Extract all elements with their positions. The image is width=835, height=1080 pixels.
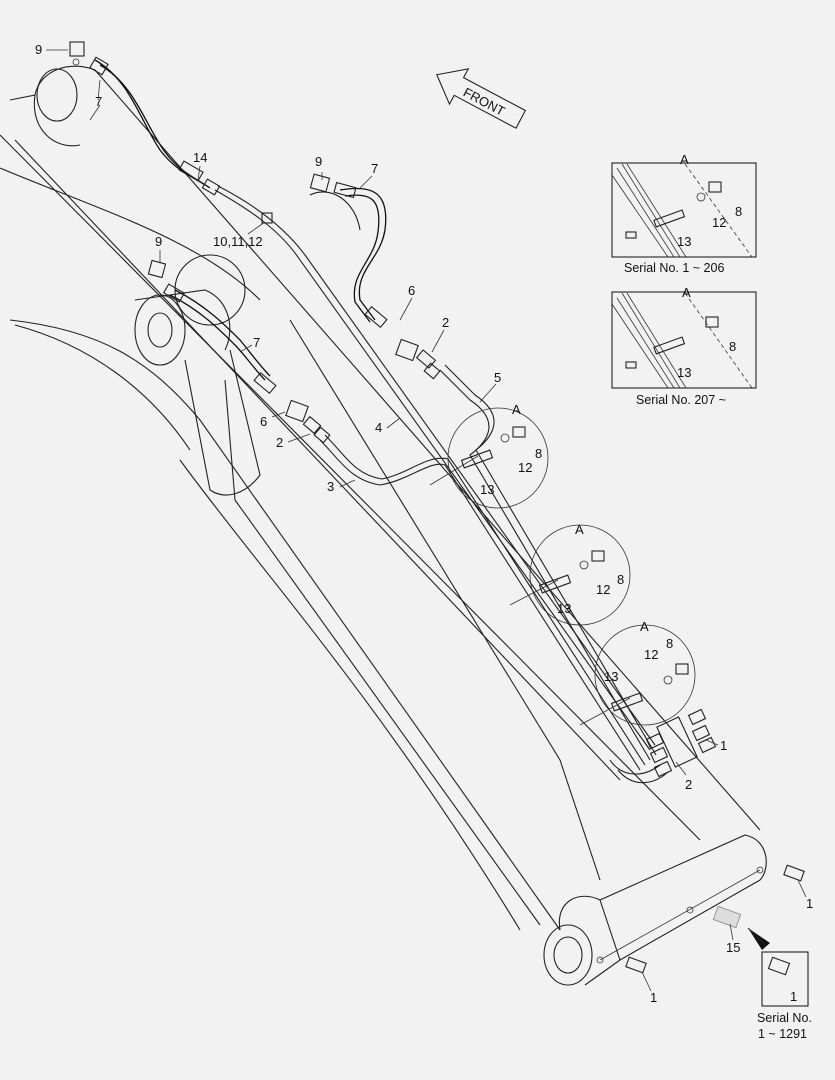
callout-leaders (46, 49, 807, 992)
callout-10-11-12: 10,11,12 (213, 234, 263, 249)
callout-7-middle: 7 (371, 161, 378, 176)
callout-6-upper: 6 (408, 283, 415, 298)
callout-7-lower: 7 (253, 335, 260, 350)
detail-3-part-12: 12 (644, 647, 658, 662)
callout-1-bottom: 1 (650, 990, 657, 1005)
callout-5: 5 (494, 370, 501, 385)
detail-circle-3: A 12 8 13 (579, 619, 696, 726)
callout-9-middle: 9 (315, 154, 322, 169)
detail-2-part-12: 12 (596, 582, 610, 597)
inset-2-label: A (682, 285, 691, 300)
detail-2-part-8: 8 (617, 572, 624, 587)
callout-7-top: 7 (95, 94, 102, 109)
serial-inset-part: 1 (790, 989, 797, 1004)
detail-1-part-13: 13 (480, 482, 494, 497)
serial-inset-caption-2: 1 ~ 1291 (758, 1027, 807, 1041)
inset-1-part-12: 12 (712, 215, 726, 230)
front-label: FRONT (461, 84, 508, 118)
detail-3-label: A (640, 619, 649, 634)
inset-1-label: A (680, 152, 689, 167)
front-arrow: FRONT (436, 68, 527, 129)
detail-3-part-8: 8 (666, 636, 673, 651)
detail-circle-1: A 12 8 13 (429, 402, 549, 509)
detail-1-part-8: 8 (535, 446, 542, 461)
callout-9-top: 9 (35, 42, 42, 57)
callout-14: 14 (193, 150, 207, 165)
inset-serial-1-206: A 8 12 13 Serial No. 1 ~ 206 (611, 152, 757, 275)
callout-6-lower: 6 (260, 414, 267, 429)
inset-1-caption: Serial No. 1 ~ 206 (624, 261, 724, 275)
inset-serial-207: A 8 13 Serial No. 207 ~ (611, 285, 757, 407)
boom-structure (0, 65, 767, 986)
detail-circle-2: A 12 8 13 (509, 522, 631, 626)
callouts: 9 7 14 10,11,12 9 7 9 7 6 2 6 2 5 4 3 1 … (35, 42, 813, 1005)
detail-1-label: A (512, 402, 521, 417)
inset-1-part-13: 13 (677, 234, 691, 249)
detail-3-part-13: 13 (604, 669, 618, 684)
callout-9-lower: 9 (155, 234, 162, 249)
inset-2-part-13: 13 (677, 365, 691, 380)
detail-2-label: A (575, 522, 584, 537)
inset-1-part-8: 8 (735, 204, 742, 219)
inset-2-caption: Serial No. 207 ~ (636, 393, 726, 407)
callout-2-manifold: 2 (685, 777, 692, 792)
callout-1-manifold: 1 (720, 738, 727, 753)
callout-15: 15 (726, 940, 740, 955)
callout-2-lower: 2 (276, 435, 283, 450)
inset-2-part-8: 8 (729, 339, 736, 354)
callout-1-right: 1 (806, 896, 813, 911)
callout-3: 3 (327, 479, 334, 494)
inset-serial-1-1291: 1 Serial No. 1 ~ 1291 (747, 927, 812, 1041)
detail-2-part-13: 13 (557, 601, 571, 616)
fittings (69, 41, 805, 974)
detail-1-part-12: 12 (518, 460, 532, 475)
callout-2-upper: 2 (442, 315, 449, 330)
callout-4: 4 (375, 420, 382, 435)
serial-inset-caption-1: Serial No. (757, 1011, 812, 1025)
